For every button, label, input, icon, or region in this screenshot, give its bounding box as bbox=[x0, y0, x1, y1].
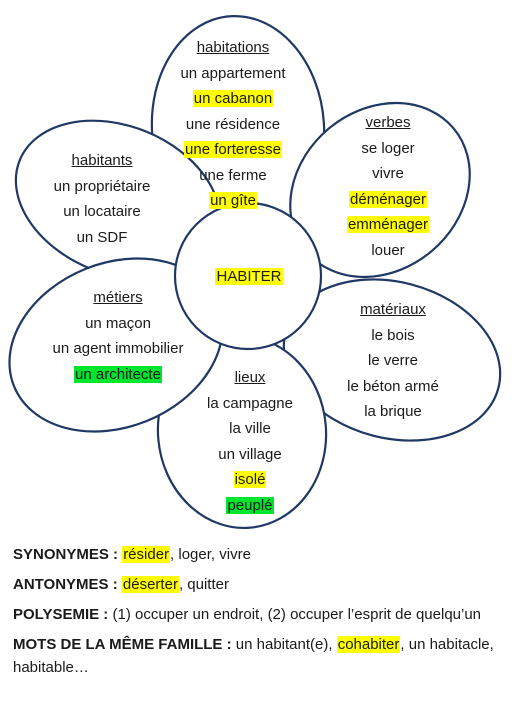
petal-item-verbes: louer bbox=[371, 241, 405, 259]
petal-habitants: habitants un propriétaire un locataire un S… bbox=[32, 148, 172, 250]
petal-item-habitations: une forteresse bbox=[184, 141, 282, 158]
petal-item-lieux: la ville bbox=[229, 420, 271, 437]
petal-item-materiaux: le béton armé bbox=[347, 377, 439, 395]
polysemie-line: POLYSEMIE : (1) occuper un endroit, (2) … bbox=[13, 603, 508, 626]
petal-item-habitations: une ferme bbox=[199, 166, 267, 184]
famille-after: , un habitacle, habitable… bbox=[13, 636, 494, 676]
antonymes-line: ANTONYMES : déserter, quitter bbox=[13, 573, 508, 596]
petal-title-metiers: métiers bbox=[93, 289, 143, 306]
antonymes-highlight: déserter bbox=[121, 576, 179, 593]
petal-item-verbes: déménager bbox=[349, 190, 427, 208]
petal-item-habitants: un locataire bbox=[63, 203, 141, 220]
petal-item-lieux: peuplé bbox=[226, 496, 274, 514]
petal-item-lieux: isolé bbox=[233, 471, 267, 488]
petal-item-habitants: un SDF bbox=[76, 228, 128, 246]
petal-item-materiaux: la brique bbox=[364, 403, 422, 420]
famille-before: un habitant(e), bbox=[231, 636, 337, 653]
petal-item-habitants: un propriétaire bbox=[53, 177, 151, 195]
petal-item-verbes: se loger bbox=[361, 139, 415, 157]
petal-item-verbes: emménager bbox=[346, 216, 430, 233]
petal-metiers: métiers un maçon un agent immobilier un arc… bbox=[38, 285, 198, 387]
polysemie-text: (1) occuper un endroit, (2) occuper l’es… bbox=[108, 606, 482, 623]
petal-item-lieux: un village bbox=[218, 445, 282, 463]
antonymes-label: ANTONYMES : bbox=[13, 576, 118, 593]
petal-item-lieux: la campagne bbox=[207, 394, 293, 412]
petal-item-habitations: un appartement bbox=[180, 64, 286, 82]
petal-title-verbes: verbes bbox=[365, 114, 411, 131]
petal-lieux: lieux la campagne la ville un village isolé p… bbox=[190, 365, 310, 518]
polysemie-label: POLYSEMIE : bbox=[13, 606, 109, 623]
petal-habitations: habitations un appartement un cabanon une r… bbox=[158, 35, 308, 214]
petal-item-verbes: vivre bbox=[372, 165, 404, 182]
petal-item-habitations: un cabanon bbox=[192, 90, 274, 107]
petal-item-habitations: une résidence bbox=[185, 115, 281, 133]
petal-title-lieux: lieux bbox=[234, 369, 266, 386]
center-word: HABITER bbox=[215, 268, 283, 285]
synonymes-rest: , loger, vivre bbox=[170, 546, 251, 563]
petal-item-metiers: un maçon bbox=[85, 314, 151, 332]
petal-item-materiaux: le bois bbox=[371, 326, 415, 344]
famille-highlight: cohabiter bbox=[336, 636, 401, 653]
petal-item-materiaux: le verre bbox=[367, 352, 419, 369]
notes-section: SYNONYMES : résider, loger, vivre ANTONY… bbox=[13, 543, 508, 686]
famille-label: MOTS DE LA MÊME FAMILLE : bbox=[13, 636, 232, 653]
synonymes-highlight: résider bbox=[122, 546, 171, 563]
antonymes-rest: , quitter bbox=[178, 576, 229, 593]
petal-item-metiers: un architecte bbox=[74, 365, 162, 383]
petal-materiaux: matériaux le bois le verre le béton armé la … bbox=[318, 297, 468, 425]
petal-item-habitations: un gîte bbox=[209, 192, 257, 209]
petal-title-habitations: habitations bbox=[196, 39, 270, 56]
famille-line: MOTS DE LA MÊME FAMILLE : un habitant(e)… bbox=[13, 633, 508, 679]
petal-item-metiers: un agent immobilier bbox=[52, 340, 184, 357]
synonymes-line: SYNONYMES : résider, loger, vivre bbox=[13, 543, 508, 566]
petal-title-habitants: habitants bbox=[71, 152, 133, 169]
synonymes-label: SYNONYMES : bbox=[13, 546, 119, 563]
petal-verbes: verbes se loger vivre déménager emménager lou… bbox=[318, 110, 458, 263]
center-label: HABITER bbox=[190, 268, 308, 285]
petal-title-materiaux: matériaux bbox=[360, 301, 426, 318]
